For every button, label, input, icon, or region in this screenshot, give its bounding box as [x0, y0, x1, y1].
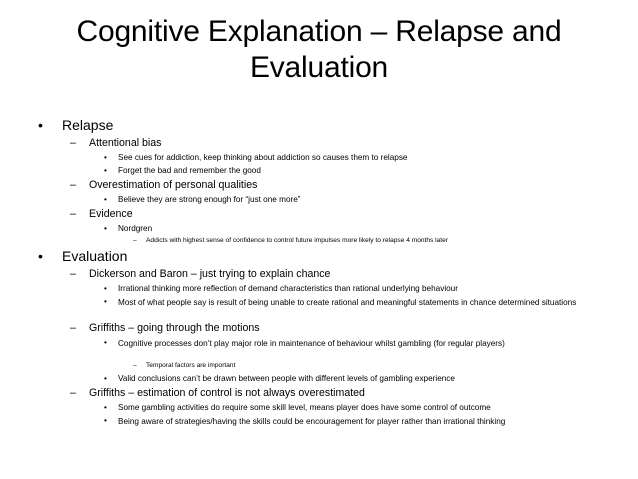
- bullet-marker: •: [104, 374, 107, 383]
- dash-marker: –: [70, 208, 76, 220]
- bullet-marker: •: [38, 117, 43, 133]
- bullet-text: Nordgren: [118, 224, 153, 233]
- bullet-text: Being aware of strategies/having the ski…: [118, 417, 506, 426]
- bullet-text: Overestimation of personal qualities: [89, 179, 258, 191]
- bullet-text: Evidence: [89, 208, 133, 220]
- bullet-marker: •: [104, 403, 107, 412]
- dash-marker: –: [70, 179, 76, 191]
- bullet-marker: •: [104, 297, 107, 306]
- bullet-text: Irrational thinking more reflection of d…: [118, 284, 458, 293]
- bullet-marker: •: [38, 248, 43, 264]
- bullet-marker: •: [104, 416, 107, 425]
- bullet-text: Griffiths – estimation of control is not…: [89, 387, 365, 399]
- bullet-text: Relapse: [62, 117, 114, 133]
- bullet-text: Dickerson and Baron – just trying to exp…: [89, 268, 331, 280]
- bullet-text: Some gambling activities do require some…: [118, 403, 491, 412]
- bullet-text: Attentional bias: [89, 137, 162, 149]
- bullet-marker: •: [104, 166, 107, 175]
- bullet-marker: •: [104, 338, 107, 347]
- bullet-text: Believe they are strong enough for “just…: [118, 195, 301, 204]
- bullet-text: Most of what people say is result of bei…: [118, 298, 577, 307]
- bullet-marker: •: [104, 153, 107, 162]
- dash-marker: –: [133, 362, 137, 369]
- dash-marker: –: [133, 237, 137, 244]
- dash-marker: –: [70, 322, 76, 334]
- dash-marker: –: [70, 137, 76, 149]
- bullet-text: Evaluation: [62, 248, 128, 264]
- bullet-marker: •: [104, 284, 107, 293]
- bullet-text: Forget the bad and remember the good: [118, 166, 261, 175]
- bullet-text: Temporal factors are important: [146, 362, 236, 369]
- bullet-text: Valid conclusions can’t be drawn between…: [118, 374, 455, 383]
- dash-marker: –: [70, 387, 76, 399]
- bullet-text: See cues for addiction, keep thinking ab…: [118, 153, 408, 162]
- slide-title: Cognitive Explanation – Relapse and Eval…: [76, 15, 562, 84]
- bullet-text: Addicts with highest sense of confidence…: [146, 237, 448, 244]
- dash-marker: –: [70, 268, 76, 280]
- bullet-text: Cognitive processes don’t play major rol…: [118, 339, 505, 348]
- bullet-text: Griffiths – going through the motions: [89, 322, 260, 334]
- bullet-marker: •: [104, 224, 107, 233]
- bullet-marker: •: [104, 195, 107, 204]
